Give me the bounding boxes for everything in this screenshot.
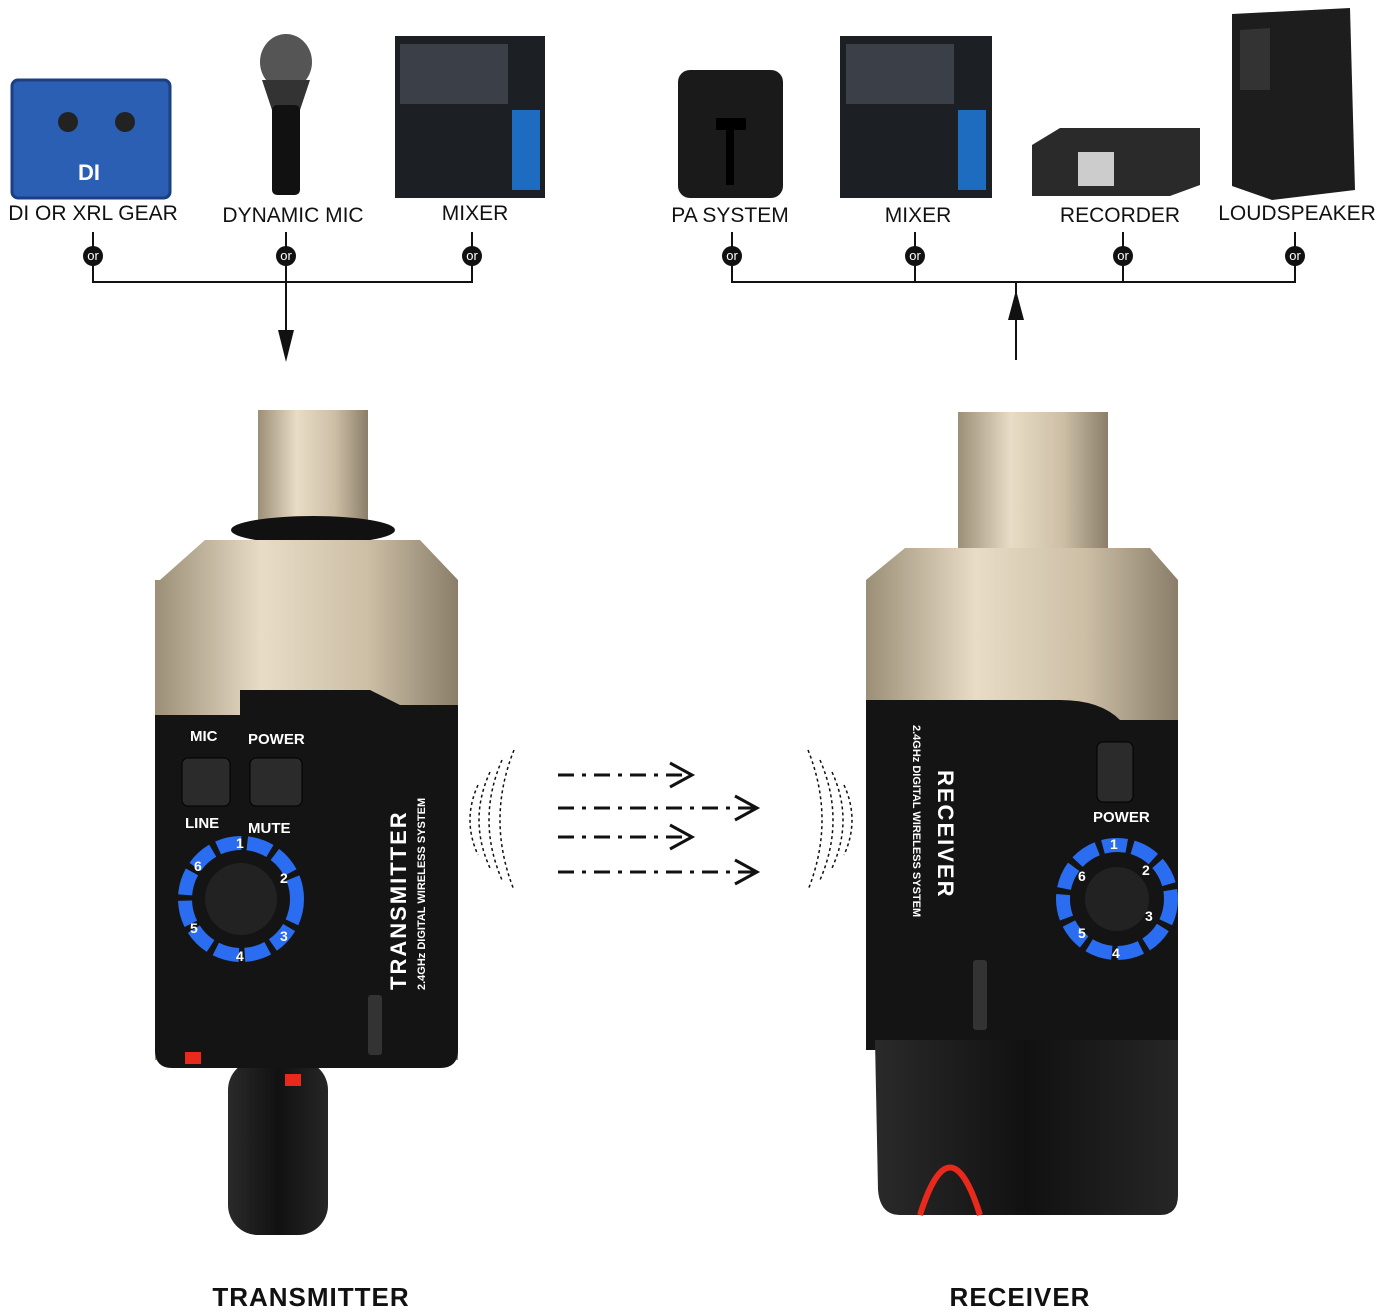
channel-1: 1 <box>236 835 244 851</box>
channel-6: 6 <box>194 858 202 874</box>
receiver-power-label: POWER <box>1093 809 1150 826</box>
input-label-mixer: MIXER <box>441 202 509 225</box>
mute-label: MUTE <box>248 820 291 837</box>
output-label-pa-system: PA SYSTEM <box>671 204 789 227</box>
mic-label: MIC <box>190 728 218 745</box>
di-box-icon <box>10 78 172 200</box>
output-connector-lines <box>731 232 1296 360</box>
pa-speaker-icon <box>678 70 783 198</box>
channel-3: 3 <box>280 928 288 944</box>
channel-4: 4 <box>236 948 244 964</box>
output-label-recorder: RECORDER <box>1059 204 1181 227</box>
input-label-di-gear: DI OR XRL GEAR <box>8 202 178 225</box>
receiver-device <box>866 412 1178 1216</box>
receiver-body-title: RECEIVER <box>933 770 958 899</box>
signal-arrows-icon <box>558 761 761 886</box>
microphone-icon <box>260 34 312 195</box>
or-connector: or <box>83 246 103 266</box>
mixer-icon <box>840 36 992 198</box>
channel-2: 2 <box>1142 862 1150 878</box>
or-connector: or <box>905 246 925 266</box>
channel-3: 3 <box>1145 908 1153 924</box>
channel-2: 2 <box>280 870 288 886</box>
or-connector: or <box>462 246 482 266</box>
arrow-down-icon <box>278 330 294 362</box>
or-connector: or <box>276 246 296 266</box>
input-label-dynamic-mic: DYNAMIC MIC <box>222 204 364 227</box>
channel-6: 6 <box>1078 868 1086 884</box>
channel-4: 4 <box>1112 945 1120 961</box>
output-label-mixer: MIXER <box>884 204 952 227</box>
channel-5: 5 <box>190 920 198 936</box>
receiver-caption: RECEIVER <box>949 1282 1091 1312</box>
or-connector: or <box>722 246 742 266</box>
channel-1: 1 <box>1110 836 1118 852</box>
transmitter-body-subtitle: 2.4GHz DIGITAL WIRELESS SYSTEM <box>416 797 428 990</box>
transmitter-body-title: TRANSMITTER <box>386 810 411 990</box>
or-connector: or <box>1113 246 1133 266</box>
loudspeaker-icon <box>1232 8 1355 200</box>
transmitter-caption: TRANSMITTER <box>212 1282 410 1312</box>
line-label: LINE <box>185 815 220 832</box>
wireless-waves-icon <box>469 749 853 891</box>
receiver-body-subtitle: 2.4GHz DIGITAL WIRELESS SYSTEM <box>910 725 922 918</box>
transmitter-device <box>155 410 458 1235</box>
output-label-loudspeaker: LOUDSPEAKER <box>1218 202 1376 225</box>
or-connector: or <box>1285 246 1305 266</box>
recorder-icon <box>1032 128 1200 196</box>
di-badge: DI <box>78 160 100 185</box>
arrow-up-icon <box>1008 290 1024 320</box>
mixer-icon <box>395 36 545 198</box>
power-label: POWER <box>248 731 305 748</box>
channel-5: 5 <box>1078 925 1086 941</box>
